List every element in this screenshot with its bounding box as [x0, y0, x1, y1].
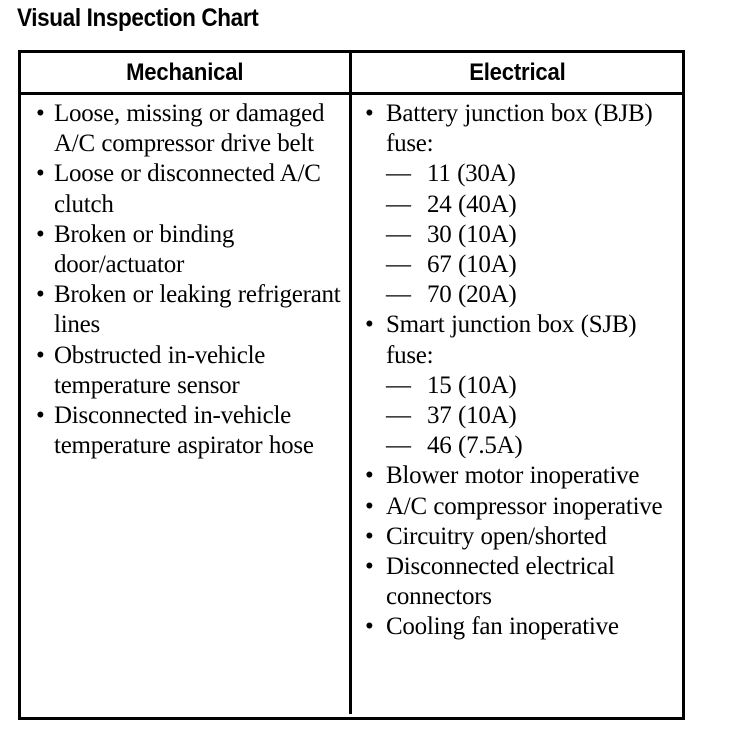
column-header-mechanical: Mechanical	[21, 53, 352, 92]
list-item-text: Broken or leaking refrigerant lines	[54, 281, 341, 339]
sub-list-item-text: 15 (10A)	[427, 371, 517, 399]
sub-list-item: — 11 (30A)	[386, 159, 678, 189]
list-item: • Smart junction box (SJB) fuse: — 15 (1…	[352, 310, 682, 461]
bullet-icon: •	[36, 160, 45, 188]
list-item-text: Obstructed in-vehicle temperature sensor	[54, 341, 266, 399]
bullet-icon: •	[365, 613, 374, 641]
em-dash-icon: —	[386, 432, 411, 460]
bullet-icon: •	[365, 100, 374, 127]
list-item-text: Smart junction box (SJB) fuse:	[386, 311, 637, 369]
bullet-icon: •	[36, 220, 45, 248]
sub-list-item-text: 30 (10A)	[427, 220, 517, 248]
list-item-text: Loose, missing or damaged A/C compressor…	[54, 100, 325, 158]
em-dash-icon: —	[386, 371, 411, 399]
column-header-electrical: Electrical	[352, 53, 682, 92]
list-item: • Loose, missing or damaged A/C compress…	[21, 99, 349, 159]
list-item-text: A/C compressor inoperative	[386, 492, 663, 520]
inspection-table: Mechanical Electrical • Loose, missing o…	[18, 50, 685, 720]
sub-list-item-text: 70 (20A)	[427, 281, 517, 309]
table-header-row: Mechanical Electrical	[21, 53, 682, 95]
list-item: • Blower motor inoperative	[352, 461, 682, 491]
list-item-text: Cooling fan inoperative	[386, 613, 619, 641]
sub-list-item: — 30 (10A)	[386, 220, 678, 250]
list-item: • Broken or binding door/actuator	[21, 220, 349, 280]
sub-list-item: — 46 (7.5A)	[386, 431, 678, 461]
table-body-row: • Loose, missing or damaged A/C compress…	[21, 95, 682, 714]
list-item-text: Disconnected in-vehicle temperature aspi…	[54, 402, 314, 460]
electrical-list: • Battery junction box (BJB) fuse: — 11 …	[352, 99, 682, 643]
list-item-text: Broken or binding door/actuator	[54, 220, 235, 279]
em-dash-icon: —	[386, 220, 411, 248]
list-item: • Circuitry open/shorted	[352, 522, 682, 552]
list-item-text: Circuitry open/shorted	[386, 522, 607, 550]
list-item: • Cooling fan inoperative	[352, 612, 682, 642]
bullet-icon: •	[365, 522, 374, 550]
sjb-fuse-sublist: — 15 (10A) — 37 (10A) — 46 (7.5A)	[386, 371, 678, 462]
list-item-text: Disconnected electrical connectors	[386, 553, 615, 611]
bullet-icon: •	[365, 553, 374, 581]
list-item-text: Battery junction box (BJB) fuse:	[386, 100, 653, 158]
sub-list-item: — 24 (40A)	[386, 190, 678, 220]
list-item: • Obstructed in-vehicle temperature sens…	[21, 341, 349, 401]
list-item-text: Blower motor inoperative	[386, 462, 640, 490]
list-item: • Disconnected in-vehicle temperature as…	[21, 401, 349, 461]
em-dash-icon: —	[386, 402, 411, 430]
page-title: Visual Inspection Chart	[17, 4, 259, 32]
list-item: • A/C compressor inoperative	[352, 492, 682, 522]
sub-list-item-text: 11 (30A)	[427, 160, 516, 188]
sub-list-item: — 37 (10A)	[386, 401, 678, 431]
em-dash-icon: —	[386, 281, 411, 309]
sub-list-item-text: 46 (7.5A)	[427, 432, 523, 460]
em-dash-icon: —	[386, 160, 411, 188]
bullet-icon: •	[365, 311, 374, 339]
column-header-electrical-label: Electrical	[468, 58, 566, 86]
bullet-icon: •	[36, 341, 45, 369]
bullet-icon: •	[365, 462, 374, 490]
bullet-icon: •	[36, 281, 45, 309]
list-item-text: Loose or disconnected A/C clutch	[54, 160, 321, 218]
sub-list-item-text: 24 (40A)	[427, 190, 517, 218]
bjb-fuse-sublist: — 11 (30A) — 24 (40A) — 30 (10A)	[386, 159, 678, 310]
em-dash-icon: —	[386, 251, 411, 279]
bullet-icon: •	[36, 402, 45, 430]
sub-list-item: — 15 (10A)	[386, 371, 678, 401]
sub-list-item: — 70 (20A)	[386, 280, 678, 310]
bullet-icon: •	[365, 492, 374, 520]
list-item: • Battery junction box (BJB) fuse: — 11 …	[352, 99, 682, 310]
mechanical-cell: • Loose, missing or damaged A/C compress…	[21, 95, 352, 714]
list-item: • Loose or disconnected A/C clutch	[21, 159, 349, 219]
list-item: • Broken or leaking refrigerant lines	[21, 280, 349, 340]
list-item: • Disconnected electrical connectors	[352, 552, 682, 612]
column-header-mechanical-label: Mechanical	[126, 58, 244, 86]
mechanical-list: • Loose, missing or damaged A/C compress…	[21, 99, 349, 461]
sub-list-item-text: 67 (10A)	[427, 251, 517, 279]
em-dash-icon: —	[386, 190, 411, 218]
sub-list-item-text: 37 (10A)	[427, 402, 517, 430]
bullet-icon: •	[36, 100, 45, 127]
sub-list-item: — 67 (10A)	[386, 250, 678, 280]
electrical-cell: • Battery junction box (BJB) fuse: — 11 …	[352, 95, 682, 714]
